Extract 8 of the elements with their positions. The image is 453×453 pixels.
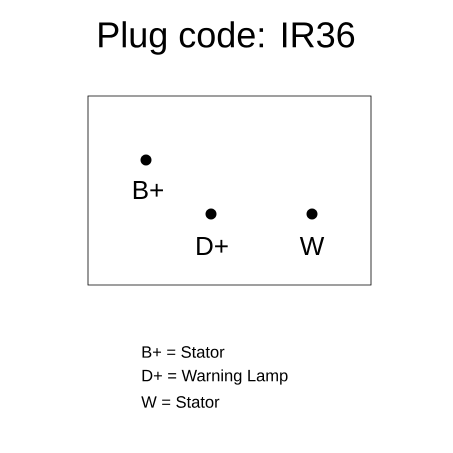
pin-label: D+ — [197, 237, 228, 255]
legend-text: W = Stator — [141, 396, 220, 408]
pin-label: B+ — [134, 181, 163, 199]
pin-label: W — [300, 237, 324, 255]
legend-text: D+ = Warning Lamp — [142, 369, 288, 385]
connector-outline — [88, 96, 372, 286]
title: Plug code: IR36 — [99, 21, 354, 55]
legend-text: B+ = Stator — [142, 346, 224, 358]
